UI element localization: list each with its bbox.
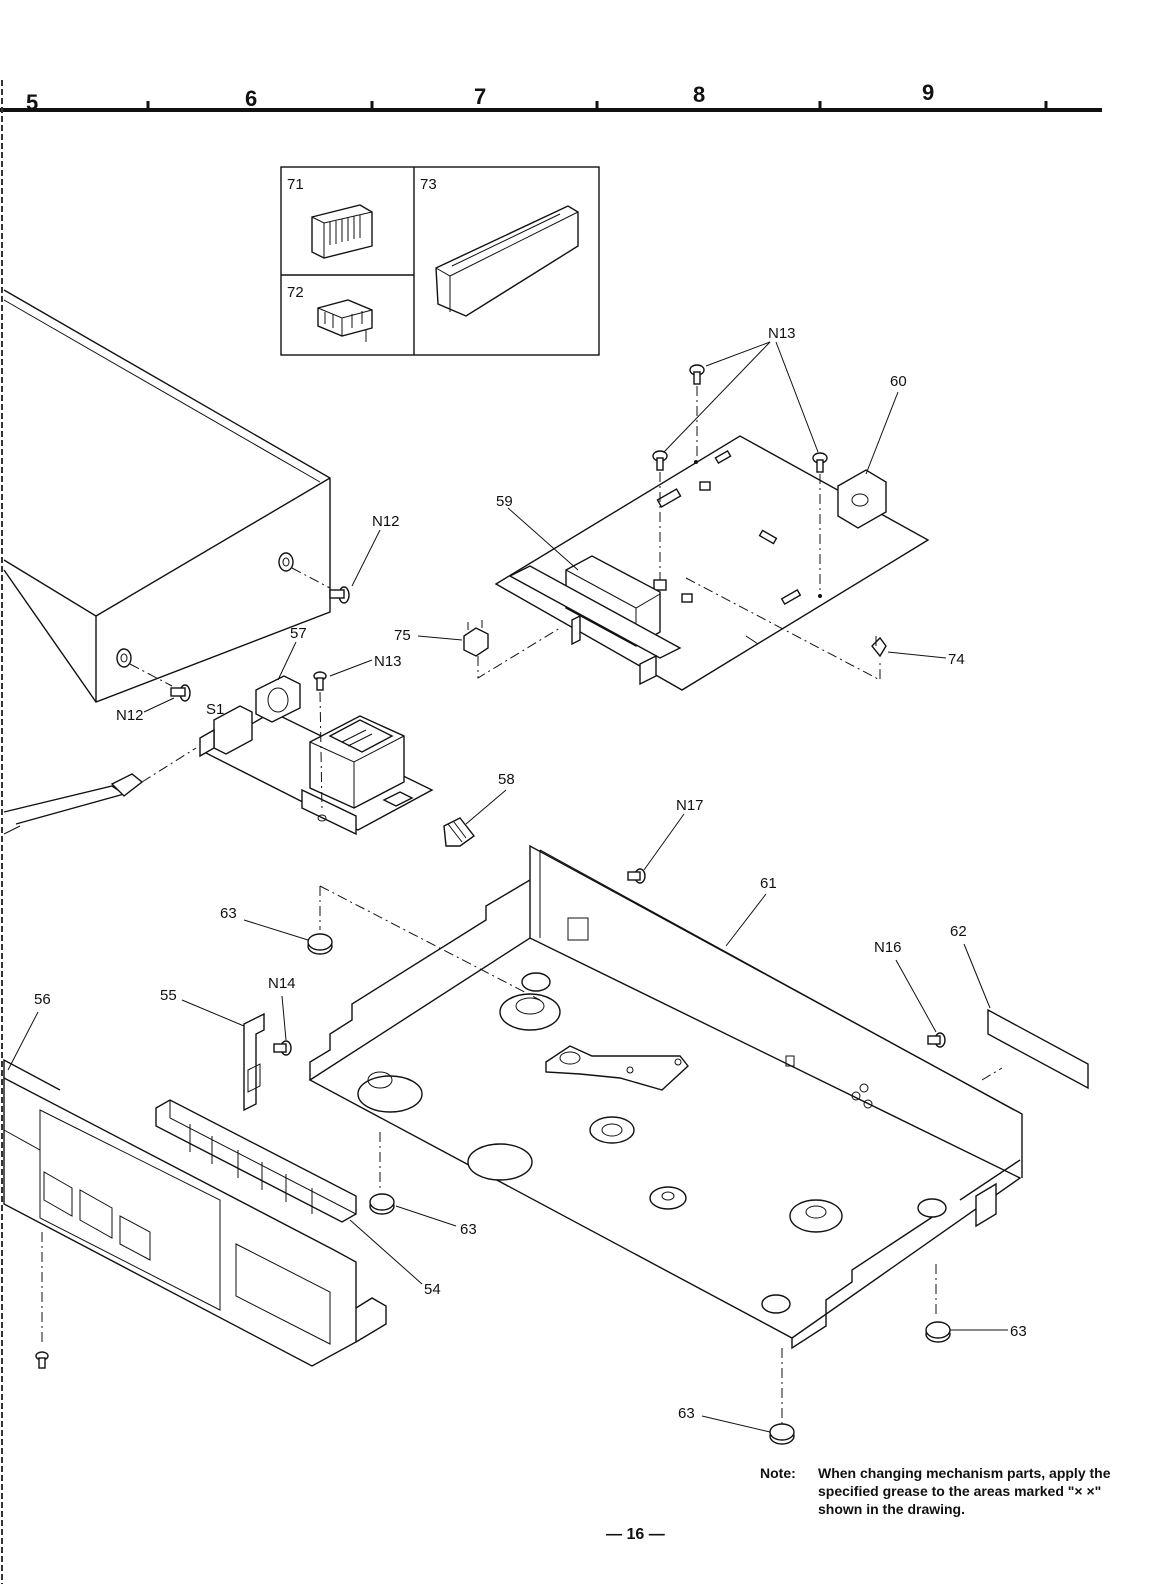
column-marker-7: 7 xyxy=(474,84,486,109)
ribbon-connector-58 xyxy=(444,818,474,846)
label-n12-upper: N12 xyxy=(372,513,400,530)
label-63-d: 63 xyxy=(678,1405,695,1422)
guide-line xyxy=(982,1068,1002,1080)
connector-73-part xyxy=(436,206,578,316)
label-n14: N14 xyxy=(268,975,296,992)
column-marker-9: 9 xyxy=(922,80,934,105)
connector-72-part xyxy=(318,300,372,342)
label-s1: S1 xyxy=(206,701,224,718)
label-63-a: 63 xyxy=(220,905,237,922)
screw-n12-upper xyxy=(330,587,349,603)
screw-bottom-left xyxy=(36,1352,48,1368)
label-62: 62 xyxy=(950,923,967,940)
connector-71-part xyxy=(312,205,372,258)
foot-63-d xyxy=(770,1424,794,1444)
label-n12-lower: N12 xyxy=(116,707,144,724)
column-marker-6: 6 xyxy=(245,86,257,111)
page-number: — 16 — xyxy=(606,1526,665,1544)
label-63-b: 63 xyxy=(460,1221,477,1238)
label-n17: N17 xyxy=(676,797,704,814)
label-59: 59 xyxy=(496,493,513,510)
label-n16: N16 xyxy=(874,939,902,956)
label-57: 57 xyxy=(290,625,307,642)
inlet-part-57 xyxy=(256,676,300,722)
screw-n14 xyxy=(274,1041,291,1055)
connector-inset-box: 71 73 72 xyxy=(281,167,599,355)
label-56: 56 xyxy=(34,991,51,1008)
inset-label-72: 72 xyxy=(287,284,304,301)
foot-63-a xyxy=(308,934,332,954)
bracket-55 xyxy=(244,1014,264,1110)
label-63-c: 63 xyxy=(1010,1323,1027,1340)
column-marker-5: 5 xyxy=(26,90,38,115)
main-pcb xyxy=(496,436,928,690)
screw-n17 xyxy=(628,869,645,883)
label-60: 60 xyxy=(890,373,907,390)
label-n13-mid: N13 xyxy=(374,653,402,670)
label-54: 54 xyxy=(424,1281,441,1298)
label-74: 74 xyxy=(948,651,965,668)
label-55: 55 xyxy=(160,987,177,1004)
foot-63-b xyxy=(370,1194,394,1214)
clip-75 xyxy=(464,620,560,678)
foot-63-c xyxy=(926,1322,950,1342)
column-marker-8: 8 xyxy=(693,82,705,107)
screw-n16 xyxy=(928,1033,945,1047)
chassis-61 xyxy=(310,846,1022,1348)
note-label: Note: xyxy=(760,1464,796,1482)
sheet-62 xyxy=(988,1010,1088,1088)
column-ruler: 5 6 7 8 9 xyxy=(0,80,1102,115)
inset-label-73: 73 xyxy=(420,176,437,193)
inset-label-71: 71 xyxy=(287,176,304,193)
label-75: 75 xyxy=(394,627,411,644)
note-text: When changing mechanism parts, apply the… xyxy=(818,1464,1138,1518)
power-cable xyxy=(4,748,196,834)
label-61: 61 xyxy=(760,875,777,892)
label-58: 58 xyxy=(498,771,515,788)
label-n13-top: N13 xyxy=(768,325,796,342)
